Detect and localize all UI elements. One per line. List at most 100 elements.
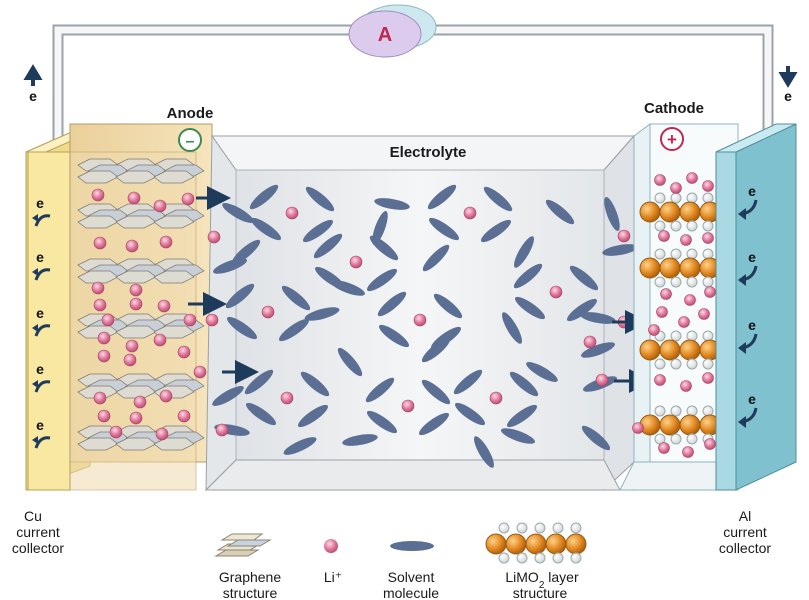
al-collector-label: Al current collector — [719, 508, 771, 556]
graphene-stack — [77, 425, 205, 451]
li-ion — [632, 422, 644, 434]
solvent-molecule — [212, 386, 244, 406]
legend-li-ion-icon — [324, 539, 338, 553]
oxygen-atom — [670, 192, 682, 204]
oxygen-atom — [552, 552, 564, 564]
li-ion — [123, 353, 137, 367]
li-ion — [678, 316, 690, 328]
li-ion — [656, 306, 668, 318]
svg-text:current: current — [16, 524, 60, 540]
li-ion — [654, 174, 666, 186]
solvent-molecule — [545, 199, 575, 225]
legend-solvent-icon — [390, 541, 434, 551]
graphene-sheet — [153, 270, 195, 284]
limo2-layer — [639, 248, 741, 288]
solvent-molecule — [226, 316, 258, 340]
graphene-stacks — [77, 158, 205, 451]
li-ion — [91, 281, 105, 295]
li-ion — [133, 395, 147, 409]
solvent-molecule — [365, 377, 395, 403]
li-ion — [97, 331, 111, 345]
electron-arrow-icon: e — [32, 417, 51, 449]
solvent-molecule — [300, 371, 330, 397]
solvent-molecule — [454, 402, 486, 426]
ammeter: A — [348, 4, 437, 58]
anode-li-ions — [91, 188, 197, 441]
solvent-molecule — [418, 412, 450, 436]
oxygen-atom — [686, 192, 698, 204]
solvent-molecule — [566, 298, 598, 322]
oxygen-atom — [534, 552, 546, 564]
li-ion — [702, 180, 714, 192]
electron-arrow-icon: e — [738, 391, 758, 428]
oxygen-atom — [654, 192, 666, 204]
oxygen-atom — [654, 276, 666, 288]
electron-label: e — [36, 249, 44, 265]
solvation-shell — [453, 369, 539, 428]
graphene-sheet — [153, 170, 195, 184]
li-ion — [97, 349, 111, 363]
electron-arrow-icon: e — [32, 361, 51, 393]
solvation-shell — [244, 369, 330, 428]
li-ion — [349, 255, 363, 269]
li-ion — [129, 411, 143, 425]
metal-atom — [679, 201, 701, 223]
li-ion — [702, 232, 714, 244]
oxygen-atom — [702, 358, 714, 370]
solvent-molecule — [453, 369, 483, 395]
arrow-up-icon — [32, 268, 38, 276]
li-ion — [698, 308, 710, 320]
oxygen-atom — [702, 220, 714, 232]
metal-atom — [679, 339, 701, 361]
svg-text:current: current — [723, 524, 767, 540]
electron-arrow-icon: e — [738, 249, 758, 286]
svg-text:Al: Al — [739, 508, 751, 524]
oxygen-atom — [686, 276, 698, 288]
li-ion — [682, 446, 694, 458]
electron-label: e — [748, 391, 756, 407]
solvent-molecule — [249, 184, 279, 210]
li-ion — [215, 423, 229, 437]
solvent-molecule — [244, 369, 274, 395]
solvent-molecule — [514, 236, 534, 268]
oxygen-atom — [702, 248, 714, 260]
legend-limo2-label: LiMO2 layer — [505, 569, 579, 591]
electron-arrow-icon: e — [32, 305, 51, 337]
oxygen-atom — [686, 405, 698, 417]
metal-atom — [505, 533, 527, 555]
graphene-stack — [77, 258, 205, 284]
solvent-molecule — [372, 210, 388, 246]
legend: Graphene structure Li⁺ Solvent molecule … — [214, 522, 587, 600]
li-ion — [401, 399, 415, 413]
solvent-molecule — [509, 371, 539, 397]
solvent-molecule — [366, 410, 398, 434]
solvent-molecule — [378, 324, 410, 348]
arrow-left-icon — [738, 416, 746, 428]
li-ion — [93, 298, 107, 312]
oxygen-atom — [516, 522, 528, 534]
solvent-molecule — [428, 217, 460, 241]
svg-text:collector: collector — [12, 540, 64, 556]
metal-atom — [659, 257, 681, 279]
solvent-molecule — [569, 265, 599, 291]
li-ion — [207, 230, 221, 244]
graphene-stack — [77, 373, 205, 399]
metal-atom — [639, 339, 661, 361]
oxygen-atom — [670, 433, 682, 445]
solvent-molecule — [304, 307, 340, 321]
metal-atom — [525, 533, 547, 555]
li-ion — [704, 438, 716, 450]
electron-label: e — [36, 361, 44, 377]
oxygen-atom — [654, 405, 666, 417]
solvation-shell — [513, 263, 599, 322]
oxygen-atom — [670, 405, 682, 417]
solvation-shell — [225, 283, 311, 342]
solvent-molecule — [305, 186, 335, 212]
li-ion — [91, 188, 105, 202]
arrow-up-icon — [32, 214, 38, 222]
solvent-molecule — [342, 434, 378, 446]
li-ion — [183, 313, 197, 327]
solvent-molecule — [421, 337, 451, 363]
electron-arrow-icon: e — [738, 317, 758, 354]
